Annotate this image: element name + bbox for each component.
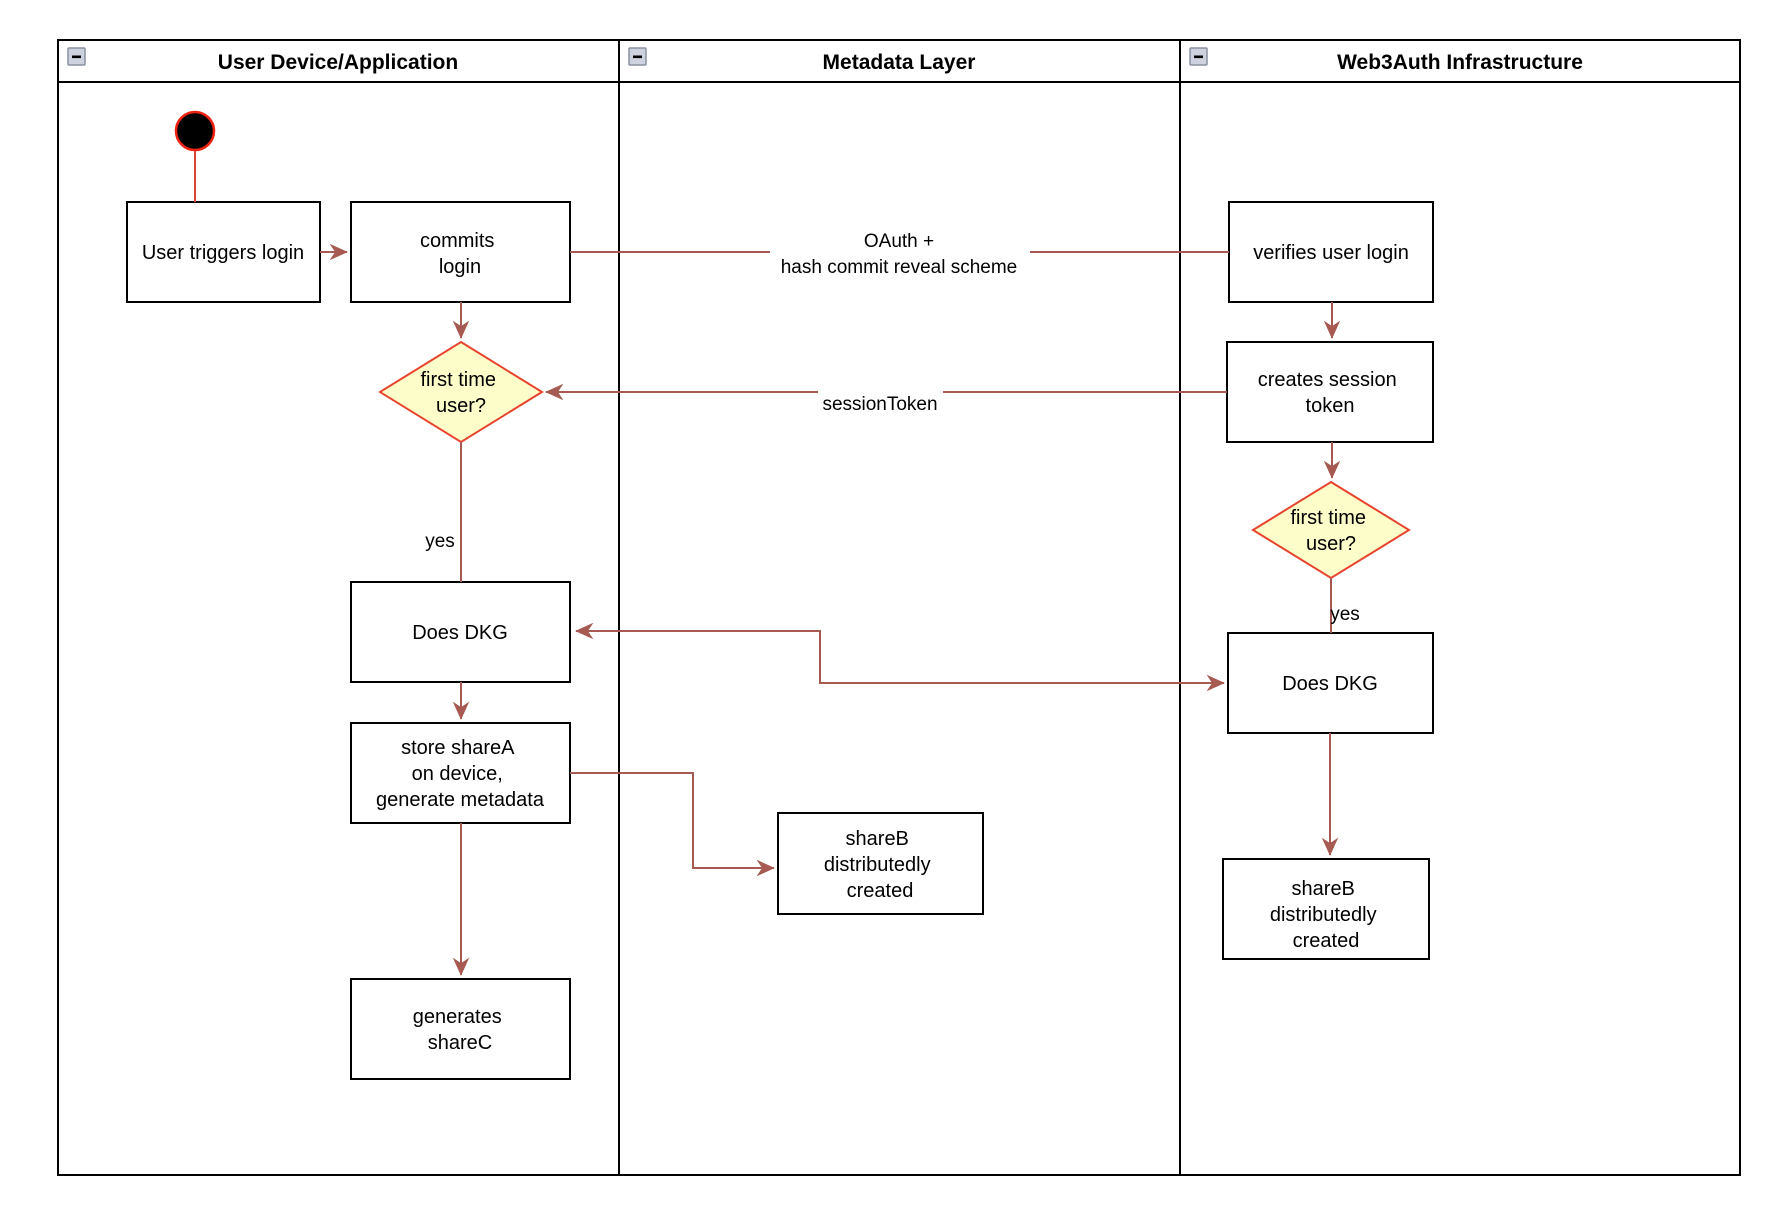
edge-label-session-token-text: sessionToken <box>822 394 937 415</box>
node-does-dkg-device-label: Does DKG <box>412 622 508 644</box>
lane-title-web3auth-infrastructure: Web3Auth Infrastructure <box>1337 51 1583 74</box>
edge-label-oauth-line2: hash commit reveal scheme <box>781 257 1018 278</box>
node-creates-session-token-label: creates session token <box>1258 369 1403 417</box>
decision-first-time-user-device-label: first time user? <box>420 369 501 417</box>
collapse-lane3-icon[interactable] <box>1189 47 1208 66</box>
node-does-dkg-web3auth-label: Does DKG <box>1282 673 1378 695</box>
edge-label-session-token: sessionToken <box>818 386 943 420</box>
lane-title-metadata-layer: Metadata Layer <box>823 51 976 74</box>
pool-border <box>57 39 1741 1176</box>
node-shareb-metadata-label: shareB distributedly created <box>824 828 936 902</box>
decision-first-time-user-web3auth[interactable]: first time user? <box>1251 480 1411 580</box>
node-shareb-metadata[interactable]: shareB distributedly created <box>777 812 984 915</box>
edge-does-dkg-bidirectional <box>575 622 1225 692</box>
edge-label-yes-device: yes <box>425 531 455 552</box>
edge-label-yes-web3auth: yes <box>1330 604 1360 625</box>
node-commits-login-label: commits login <box>420 230 500 278</box>
node-generates-sharec-label: generates shareC <box>413 1006 508 1054</box>
node-store-sharea-label: store shareA on device, generate metadat… <box>376 737 545 811</box>
edge-label-oauth: OAuth + hash commit reveal scheme <box>770 229 1030 278</box>
node-verifies-user-login[interactable]: verifies user login <box>1228 201 1434 303</box>
node-user-triggers-login[interactable]: User triggers login <box>126 201 321 303</box>
node-generates-sharec[interactable]: generates shareC <box>350 978 571 1080</box>
node-shareb-web3auth-label: shareB distributedly created <box>1270 878 1382 952</box>
start-node[interactable] <box>174 110 216 152</box>
node-shareb-web3auth[interactable]: shareB distributedly created <box>1222 858 1430 960</box>
node-does-dkg-web3auth[interactable]: Does DKG <box>1227 632 1434 734</box>
collapse-lane2-icon[interactable] <box>628 47 647 66</box>
node-verifies-user-login-label: verifies user login <box>1253 242 1409 264</box>
node-user-triggers-login-label: User triggers login <box>142 242 304 264</box>
edge-label-oauth-line1: OAuth + <box>864 231 934 252</box>
node-commits-login[interactable]: commits login <box>350 201 571 303</box>
collapse-lane1-icon[interactable] <box>67 47 86 66</box>
node-store-sharea[interactable]: store shareA on device, generate metadat… <box>350 722 571 824</box>
decision-first-time-user-web3auth-label: first time user? <box>1290 507 1371 555</box>
lane-title-user-device: User Device/Application <box>218 51 458 74</box>
node-does-dkg-device[interactable]: Does DKG <box>350 581 571 683</box>
decision-first-time-user-device[interactable]: first time user? <box>378 340 544 444</box>
edge-store-sharea-to-shareb-metadata <box>570 772 775 877</box>
swimlane-pool: User Device/Application Metadata Layer W… <box>57 39 1741 1176</box>
node-creates-session-token[interactable]: creates session token <box>1226 341 1434 443</box>
